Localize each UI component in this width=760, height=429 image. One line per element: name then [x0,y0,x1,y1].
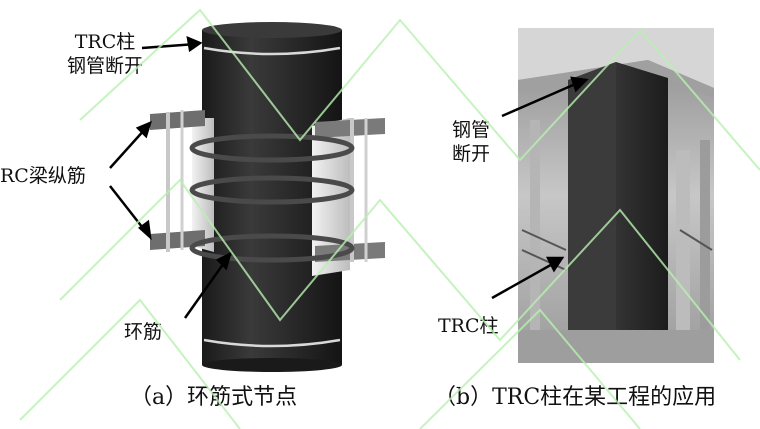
label-steel-line1: 钢管 [452,119,491,141]
label-steel-line2: 断开 [452,143,491,165]
label-trc-line1: TRC柱 [74,31,136,53]
label-steel-tube: 钢管 断开 [452,118,490,166]
construction-photo [518,28,714,363]
label-trc-column-photo: TRC柱 [438,315,499,337]
label-ring-bar: 环筋 [124,321,163,343]
caption-b: （b）TRC柱在某工程的应用 [434,385,717,410]
caption-a: （a）环筋式节点 [130,385,298,410]
label-trc-line2: 钢管断开 [66,55,143,77]
label-rc-beam-bars: RC梁纵筋 [0,165,86,187]
label-trc-column: TRC柱 钢管断开 [66,30,144,78]
